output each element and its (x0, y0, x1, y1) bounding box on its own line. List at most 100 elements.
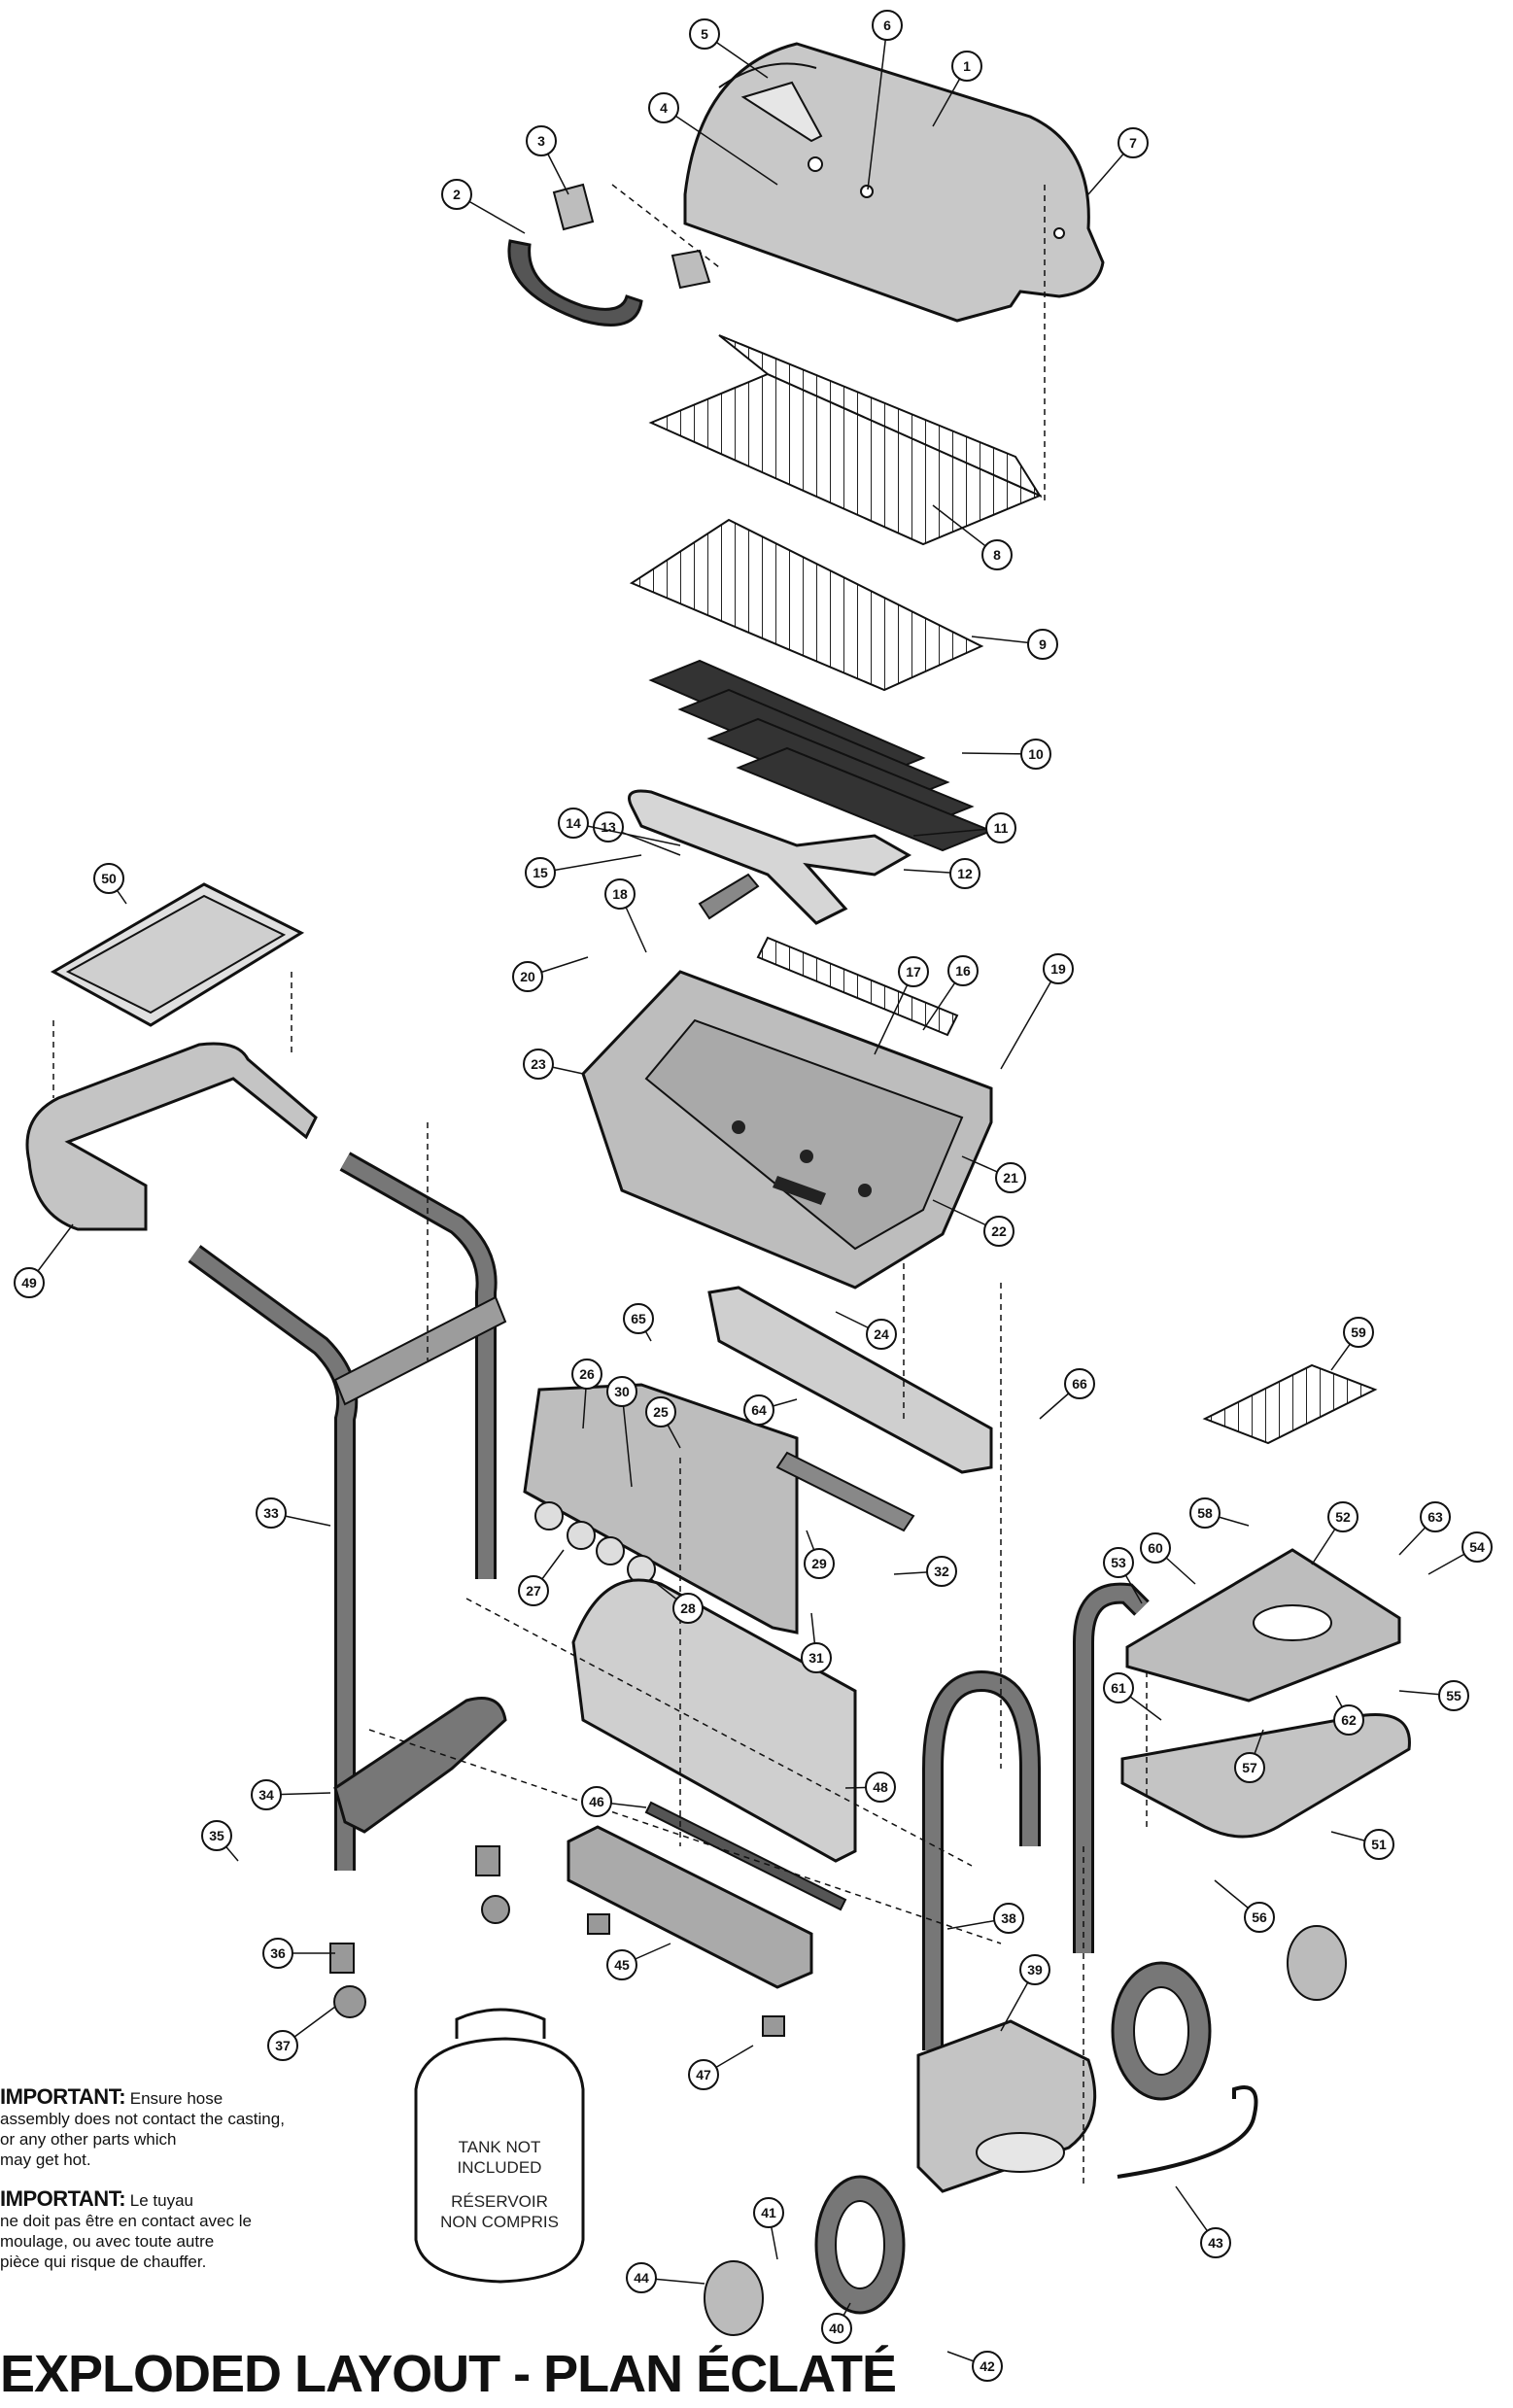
callout-part-52: 52 (1311, 1501, 1358, 1565)
callout-number: 33 (263, 1505, 279, 1521)
callout-number: 2 (453, 187, 461, 202)
callout-circle (523, 1049, 554, 1080)
callout-circle (993, 1903, 1024, 1934)
callout-part-14: 14 (558, 808, 681, 846)
side-burner-grate (1202, 1363, 1378, 1445)
callout-part-32: 32 (893, 1556, 957, 1587)
callout-part-9: 9 (971, 629, 1058, 660)
callout-circle (558, 808, 589, 839)
callout-number: 26 (579, 1366, 595, 1382)
callout-circle (512, 961, 543, 992)
callout-part-23: 23 (523, 1049, 584, 1080)
callout-part-44: 44 (626, 2262, 705, 2293)
callout-circle (1343, 1317, 1374, 1348)
callout-number: 16 (955, 963, 971, 979)
callout-part-15: 15 (525, 854, 642, 888)
callout-circle (14, 1267, 45, 1298)
page-title: EXPLODED LAYOUT - PLAN ÉCLATÉ (0, 2345, 897, 2403)
left-leg-base (333, 1697, 507, 1834)
callout-number: 30 (614, 1384, 630, 1399)
callout-part-58: 58 (1189, 1497, 1250, 1529)
callout-number: 1 (963, 58, 971, 74)
callout-circle (951, 51, 982, 82)
callout-number: 8 (993, 547, 1001, 563)
callout-number: 45 (614, 1957, 630, 1973)
callout-circle (1333, 1704, 1364, 1736)
callout-number: 20 (520, 969, 535, 984)
callout-leader (539, 854, 642, 874)
callout-circle (753, 2197, 784, 2228)
callout-number: 62 (1341, 1712, 1357, 1728)
callout-circle (251, 1779, 282, 1810)
callout-number: 43 (1208, 2235, 1223, 2251)
callout-circle (518, 1575, 549, 1606)
callout-number: 14 (566, 815, 581, 831)
callout-circle (898, 956, 929, 987)
callout-part-5: 5 (689, 18, 769, 79)
callout-number: 10 (1028, 746, 1044, 762)
callout-part-40: 40 (821, 2302, 852, 2344)
callout-number: 37 (275, 2038, 291, 2053)
note-fr-text: Le tuyau ne doit pas être en contact ave… (0, 2191, 252, 2271)
callout-number: 61 (1111, 1680, 1126, 1696)
callout-number: 18 (612, 886, 628, 902)
left-frame-tube (188, 1152, 507, 1871)
part-callouts: 1234567891011121314151617181920212223242… (14, 10, 1493, 2382)
callout-circle (1438, 1680, 1469, 1711)
callout-circle (865, 1772, 896, 1803)
tank-text-line2: INCLUDED (458, 2158, 542, 2177)
callout-circle (972, 2351, 1003, 2382)
warming-rack (648, 334, 1043, 546)
callout-circle (1327, 1501, 1358, 1532)
callout-circle (1027, 629, 1058, 660)
callout-number: 46 (589, 1794, 604, 1809)
heat-deflector (756, 936, 959, 1037)
callout-circle (648, 92, 679, 123)
cooking-grate (629, 518, 984, 692)
callout-number: 21 (1003, 1170, 1018, 1186)
callout-part-38: 38 (946, 1903, 1024, 1934)
callout-part-54: 54 (1427, 1531, 1493, 1575)
callout-number: 31 (808, 1650, 824, 1666)
callout-number: 59 (1351, 1324, 1366, 1340)
callout-part-45: 45 (606, 1943, 671, 1980)
callout-number: 13 (601, 819, 616, 835)
callout-part-8: 8 (932, 504, 1013, 570)
callout-circle (1200, 2227, 1231, 2258)
callout-number: 9 (1039, 636, 1047, 652)
callout-number: 39 (1027, 1962, 1043, 1978)
callout-part-28: 28 (650, 1578, 704, 1624)
callout-circle (1420, 1501, 1451, 1532)
callout-number: 27 (526, 1583, 541, 1599)
callout-part-60: 60 (1140, 1532, 1196, 1585)
callout-part-30: 30 (606, 1376, 637, 1488)
callout-leader (621, 1391, 633, 1488)
casters (329, 1845, 785, 2037)
callout-part-17: 17 (874, 956, 929, 1055)
callout-circle (801, 1642, 832, 1673)
callout-number: 24 (874, 1326, 889, 1342)
callout-circle (821, 2313, 852, 2344)
callout-leader (572, 822, 681, 846)
lid (683, 42, 1105, 323)
callout-part-18: 18 (604, 878, 647, 953)
callout-circle (93, 863, 124, 894)
callout-number: 55 (1446, 1688, 1461, 1703)
callout-circle (1140, 1532, 1171, 1564)
callout-number: 51 (1371, 1837, 1387, 1852)
valve-manifold (775, 1451, 915, 1532)
callout-part-26: 26 (571, 1359, 602, 1429)
callout-circle (947, 955, 979, 986)
note-en-text: Ensure hose assembly does not contact th… (0, 2089, 285, 2169)
callout-part-57: 57 (1234, 1729, 1265, 1783)
callout-part-62: 62 (1333, 1695, 1364, 1736)
callout-part-2: 2 (441, 179, 526, 234)
cookbox (581, 970, 993, 1290)
callout-part-41: 41 (753, 2197, 784, 2260)
tank-scale-wire (1117, 2085, 1258, 2179)
callout-number: 12 (957, 866, 973, 881)
callout-circle (267, 2030, 298, 2061)
callout-number: 5 (701, 26, 708, 42)
callout-number: 25 (653, 1404, 669, 1420)
callout-circle (606, 1949, 637, 1980)
